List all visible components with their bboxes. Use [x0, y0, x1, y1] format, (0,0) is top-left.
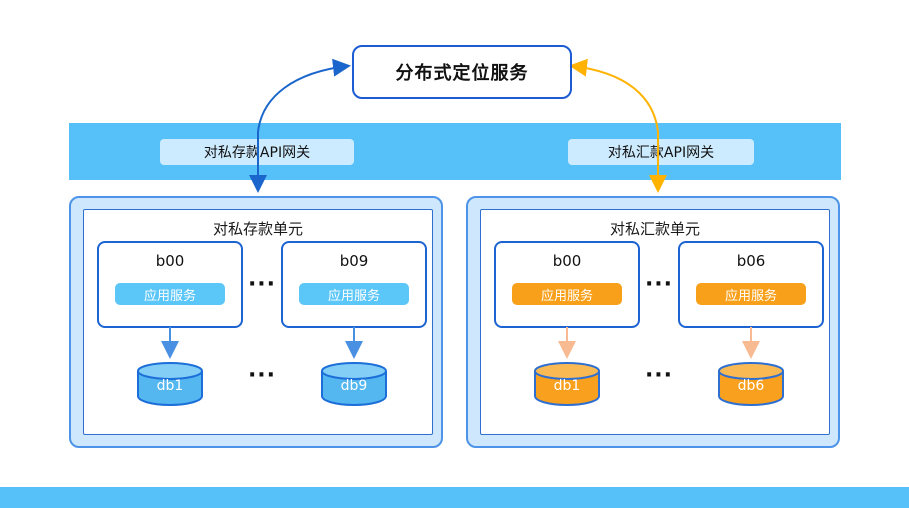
footer-band [0, 487, 909, 508]
node-id-label: b06 [736, 252, 766, 270]
app-service-chip: 应用服务 [115, 283, 225, 305]
remit-dbs-ellipsis: ··· [644, 363, 674, 388]
deposit-api-gateway: 对私存款API网关 [160, 139, 354, 165]
remit-unit-title: 对私汇款单元 [609, 220, 700, 238]
app-service-chip: 应用服务 [299, 283, 409, 305]
db-label: db1 [553, 378, 581, 394]
remit-node-b06: b06 应用服务 [678, 241, 824, 328]
db-label: db1 [156, 378, 184, 394]
deposit-unit-container: 对私存款单元 b00 应用服务 b09 应用服务 [69, 196, 443, 448]
gateway-band: 对私存款API网关 对私汇款API网关 [69, 123, 841, 180]
deposit-unit-title: 对私存款单元 [212, 220, 303, 238]
remit-node-b00: b00 应用服务 [494, 241, 640, 328]
database-cylinder-icon [321, 362, 387, 406]
remit-nodes-ellipsis: ··· [644, 272, 674, 297]
distributed-location-service-box: 分布式定位服务 [352, 45, 572, 99]
remit-db6-cylinder: db6 [717, 361, 785, 407]
node-id-label: b00 [552, 252, 582, 270]
database-cylinder-icon [534, 362, 600, 406]
remit-db1-cylinder: db1 [533, 361, 601, 407]
remit-api-gateway-label: 对私汇款API网关 [607, 145, 715, 161]
deposit-db9-cylinder: db9 [320, 361, 388, 407]
deposit-nodes-ellipsis: ··· [247, 272, 277, 297]
node-id-label: b00 [155, 252, 185, 270]
app-service-label: 应用服务 [540, 288, 593, 304]
app-service-label: 应用服务 [143, 288, 196, 304]
app-service-label: 应用服务 [327, 288, 380, 304]
db-label: db9 [340, 378, 368, 394]
node-id-label: b09 [339, 252, 369, 270]
app-service-chip: 应用服务 [696, 283, 806, 305]
database-cylinder-icon [718, 362, 784, 406]
remit-api-gateway: 对私汇款API网关 [568, 139, 754, 165]
distributed-location-service-label: 分布式定位服务 [395, 63, 529, 84]
deposit-node-b00: b00 应用服务 [97, 241, 243, 328]
db-label: db6 [737, 378, 765, 394]
deposit-api-gateway-label: 对私存款API网关 [203, 145, 311, 161]
remit-unit-container: 对私汇款单元 b00 应用服务 b06 应用服务 [466, 196, 840, 448]
app-service-label: 应用服务 [724, 288, 777, 304]
deposit-node-b09: b09 应用服务 [281, 241, 427, 328]
deposit-dbs-ellipsis: ··· [247, 363, 277, 388]
database-cylinder-icon [137, 362, 203, 406]
app-service-chip: 应用服务 [512, 283, 622, 305]
deposit-db1-cylinder: db1 [136, 361, 204, 407]
